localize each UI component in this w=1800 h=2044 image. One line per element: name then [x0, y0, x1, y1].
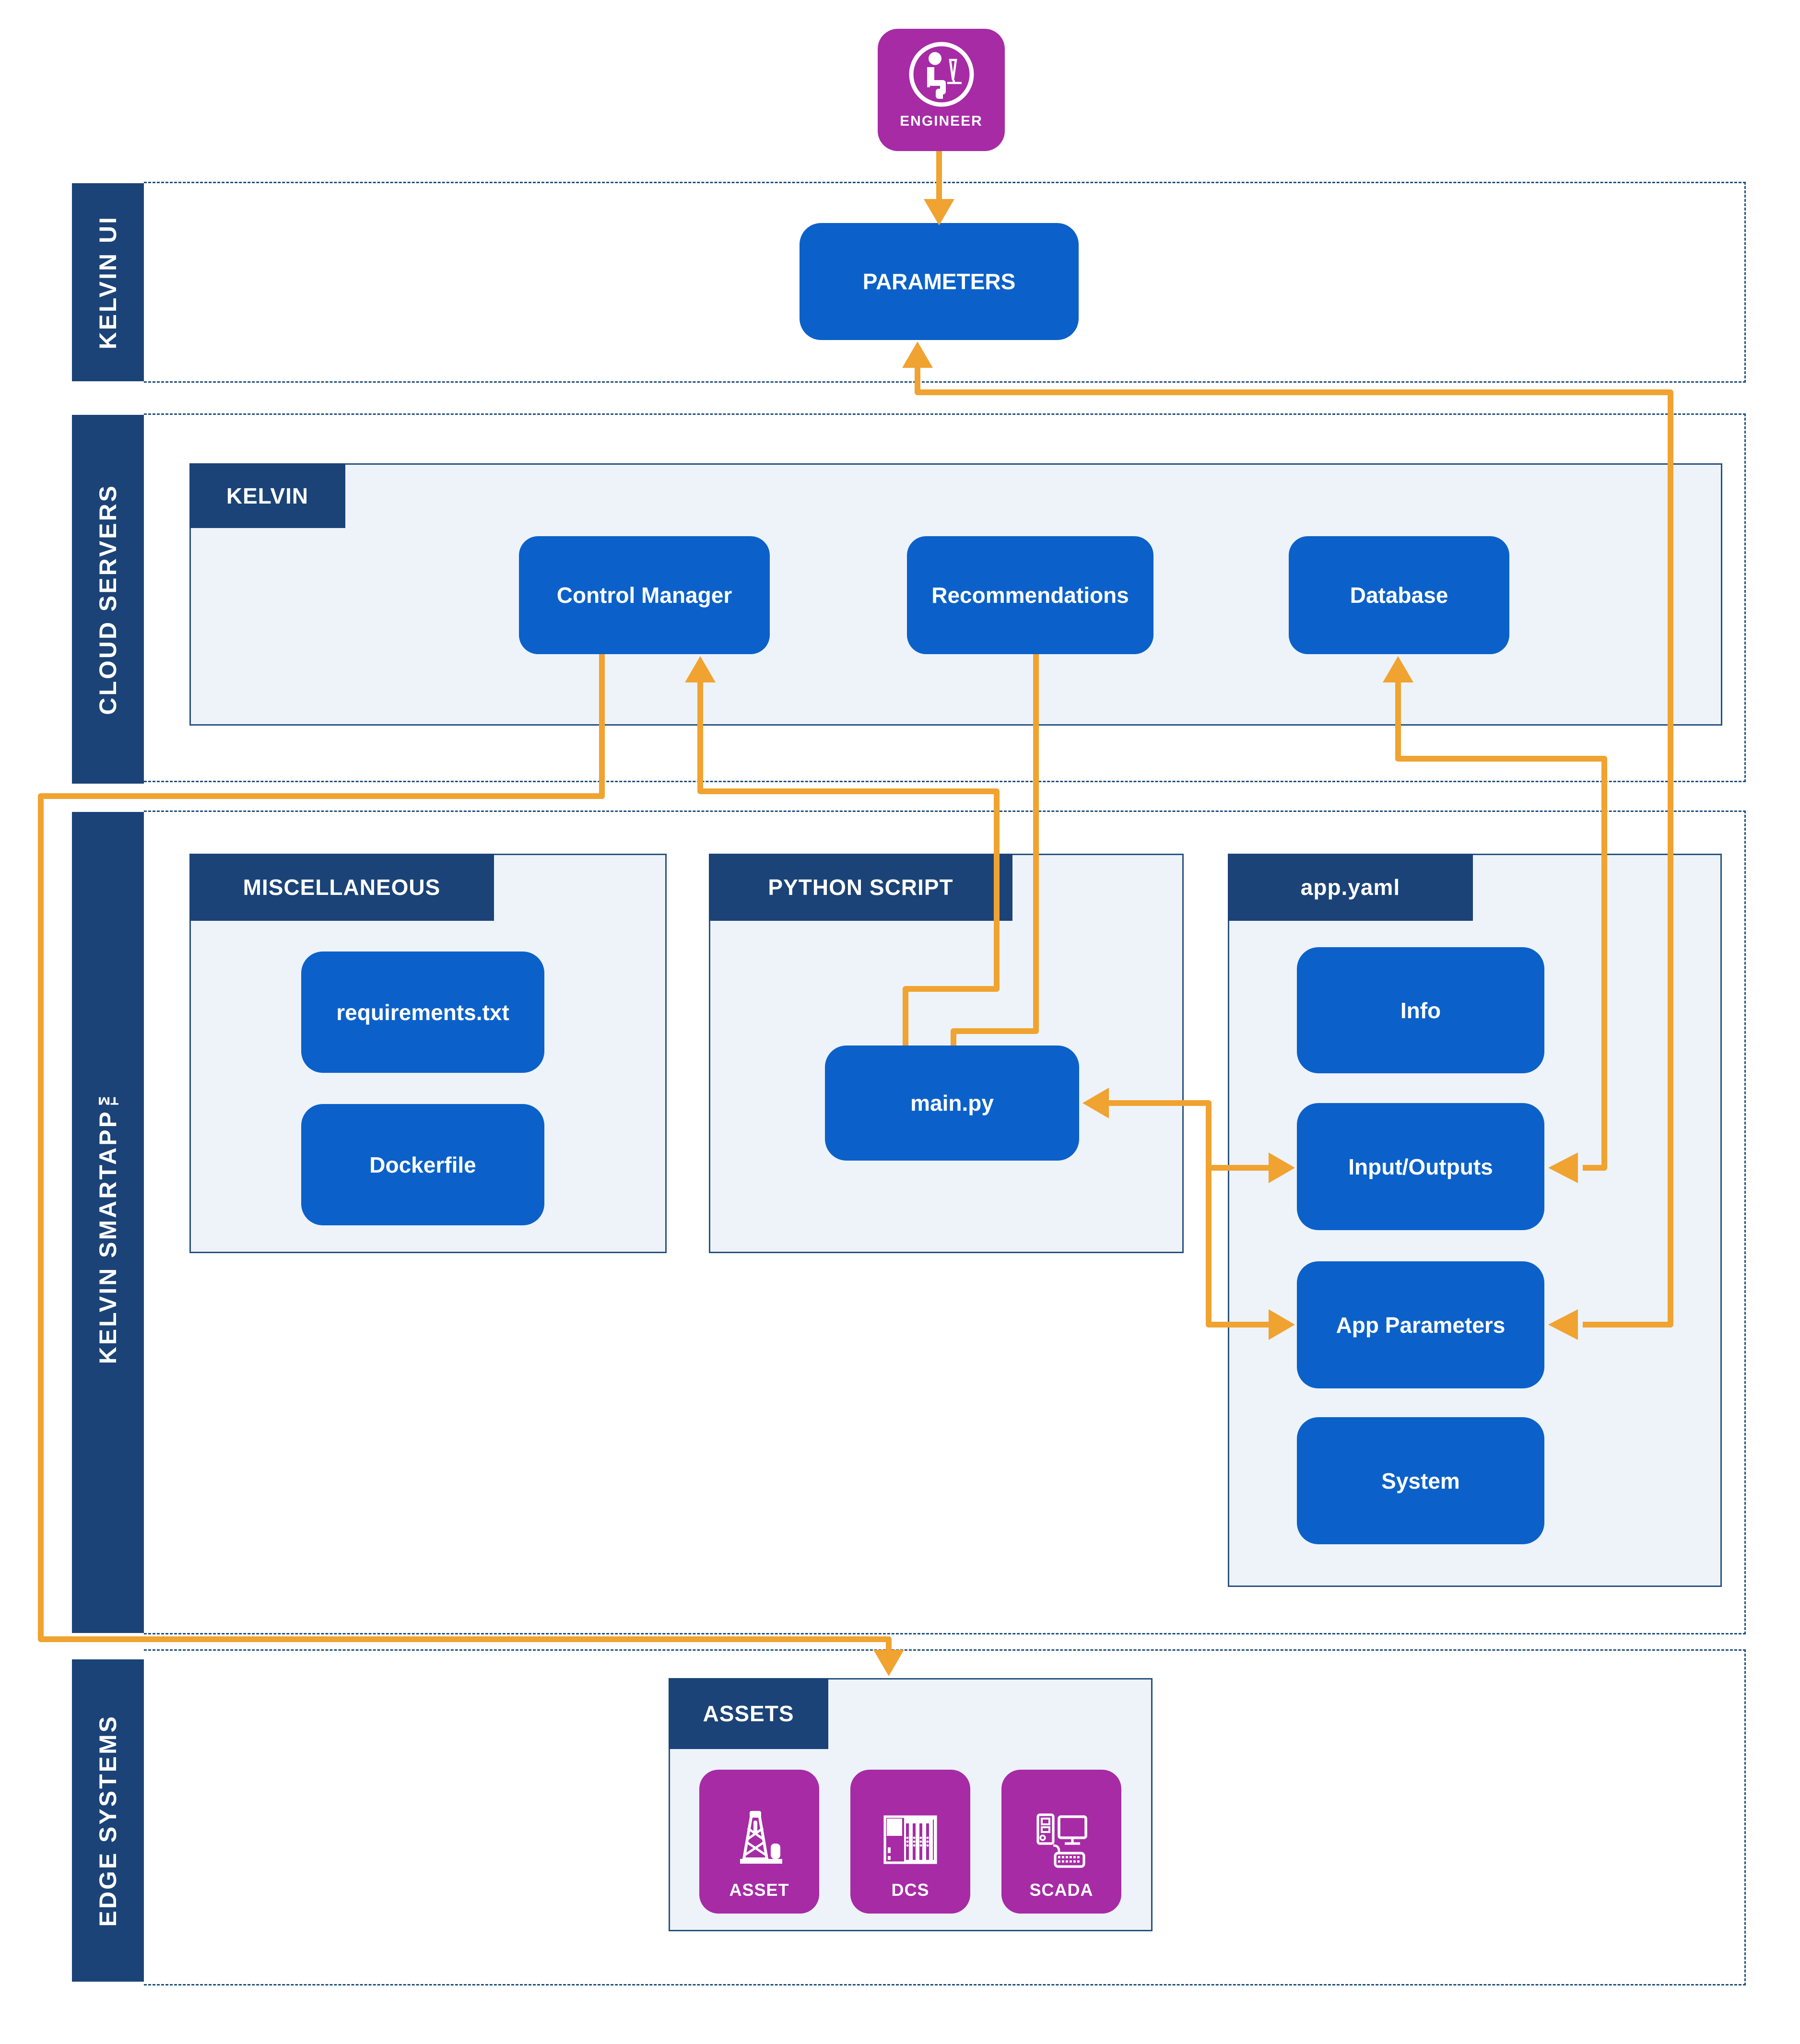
- tile-dcs: DCS: [850, 1770, 970, 1914]
- assets-title: ASSETS: [703, 1701, 794, 1726]
- node-database: Database: [1289, 536, 1509, 654]
- engineer-label: ENGINEER: [900, 113, 983, 129]
- tile-asset: ASSET: [699, 1770, 819, 1914]
- tile-scada-label: SCADA: [1029, 1880, 1094, 1900]
- node-dockerfile: Dockerfile: [301, 1104, 544, 1225]
- node-info: Info: [1297, 947, 1544, 1073]
- node-requirements-label: requirements.txt: [336, 999, 509, 1025]
- node-main-py: main.py: [825, 1045, 1079, 1161]
- node-control-manager: Control Manager: [519, 536, 770, 654]
- band-label-cloud-servers: CLOUD SERVERS: [72, 415, 144, 784]
- node-input-outputs: Input/Outputs: [1297, 1103, 1544, 1230]
- node-parameters: PARAMETERS: [800, 223, 1079, 340]
- band-label-cloud-servers-text: CLOUD SERVERS: [94, 483, 121, 715]
- node-recommendations-label: Recommendations: [931, 583, 1129, 608]
- tile-asset-label: ASSET: [729, 1880, 789, 1900]
- band-label-kelvin-smartapp-text: KELVIN SMARTAPP™: [94, 1081, 121, 1364]
- node-system-label: System: [1381, 1468, 1460, 1493]
- node-control-manager-label: Control Manager: [556, 583, 732, 608]
- scada-workstation-icon: [1036, 1813, 1087, 1868]
- engineer-badge: ENGINEER: [878, 29, 1005, 151]
- dcs-panel-icon: [883, 1815, 937, 1864]
- node-system: System: [1297, 1417, 1544, 1544]
- tile-dcs-label: DCS: [891, 1880, 929, 1900]
- node-input-outputs-label: Input/Outputs: [1348, 1154, 1493, 1179]
- miscellaneous-title: MISCELLANEOUS: [243, 875, 441, 900]
- python-script-header: PYTHON SCRIPT: [709, 854, 1012, 921]
- node-main-py-label: main.py: [910, 1091, 994, 1116]
- band-label-kelvin-ui-text: KELVIN UI: [94, 215, 121, 350]
- miscellaneous-header: MISCELLANEOUS: [189, 854, 494, 921]
- band-label-kelvin-smartapp: KELVIN SMARTAPP™: [72, 812, 144, 1633]
- oil-derrick-icon: [740, 1811, 782, 1864]
- node-app-parameters-label: App Parameters: [1336, 1312, 1506, 1338]
- band-label-edge-systems: EDGE SYSTEMS: [72, 1659, 144, 1982]
- node-dockerfile-label: Dockerfile: [369, 1152, 476, 1177]
- node-requirements-txt: requirements.txt: [301, 952, 544, 1073]
- node-recommendations: Recommendations: [907, 536, 1153, 654]
- python-script-title: PYTHON SCRIPT: [768, 875, 953, 900]
- assets-header: ASSETS: [669, 1678, 828, 1749]
- node-parameters-label: PARAMETERS: [862, 269, 1016, 294]
- tile-scada: SCADA: [1001, 1770, 1121, 1914]
- app-yaml-title: app.yaml: [1300, 875, 1400, 900]
- band-label-kelvin-ui: KELVIN UI: [72, 183, 144, 381]
- band-edge-systems: [144, 1649, 1746, 1985]
- node-info-label: Info: [1400, 998, 1441, 1023]
- band-label-edge-systems-text: EDGE SYSTEMS: [94, 1714, 121, 1927]
- kelvin-container-title: KELVIN: [226, 483, 309, 508]
- node-app-parameters: App Parameters: [1297, 1261, 1544, 1388]
- node-database-label: Database: [1350, 583, 1448, 608]
- kelvin-container-header: KELVIN: [189, 463, 345, 528]
- engineer-icon: [909, 42, 974, 107]
- app-yaml-header: app.yaml: [1228, 854, 1473, 921]
